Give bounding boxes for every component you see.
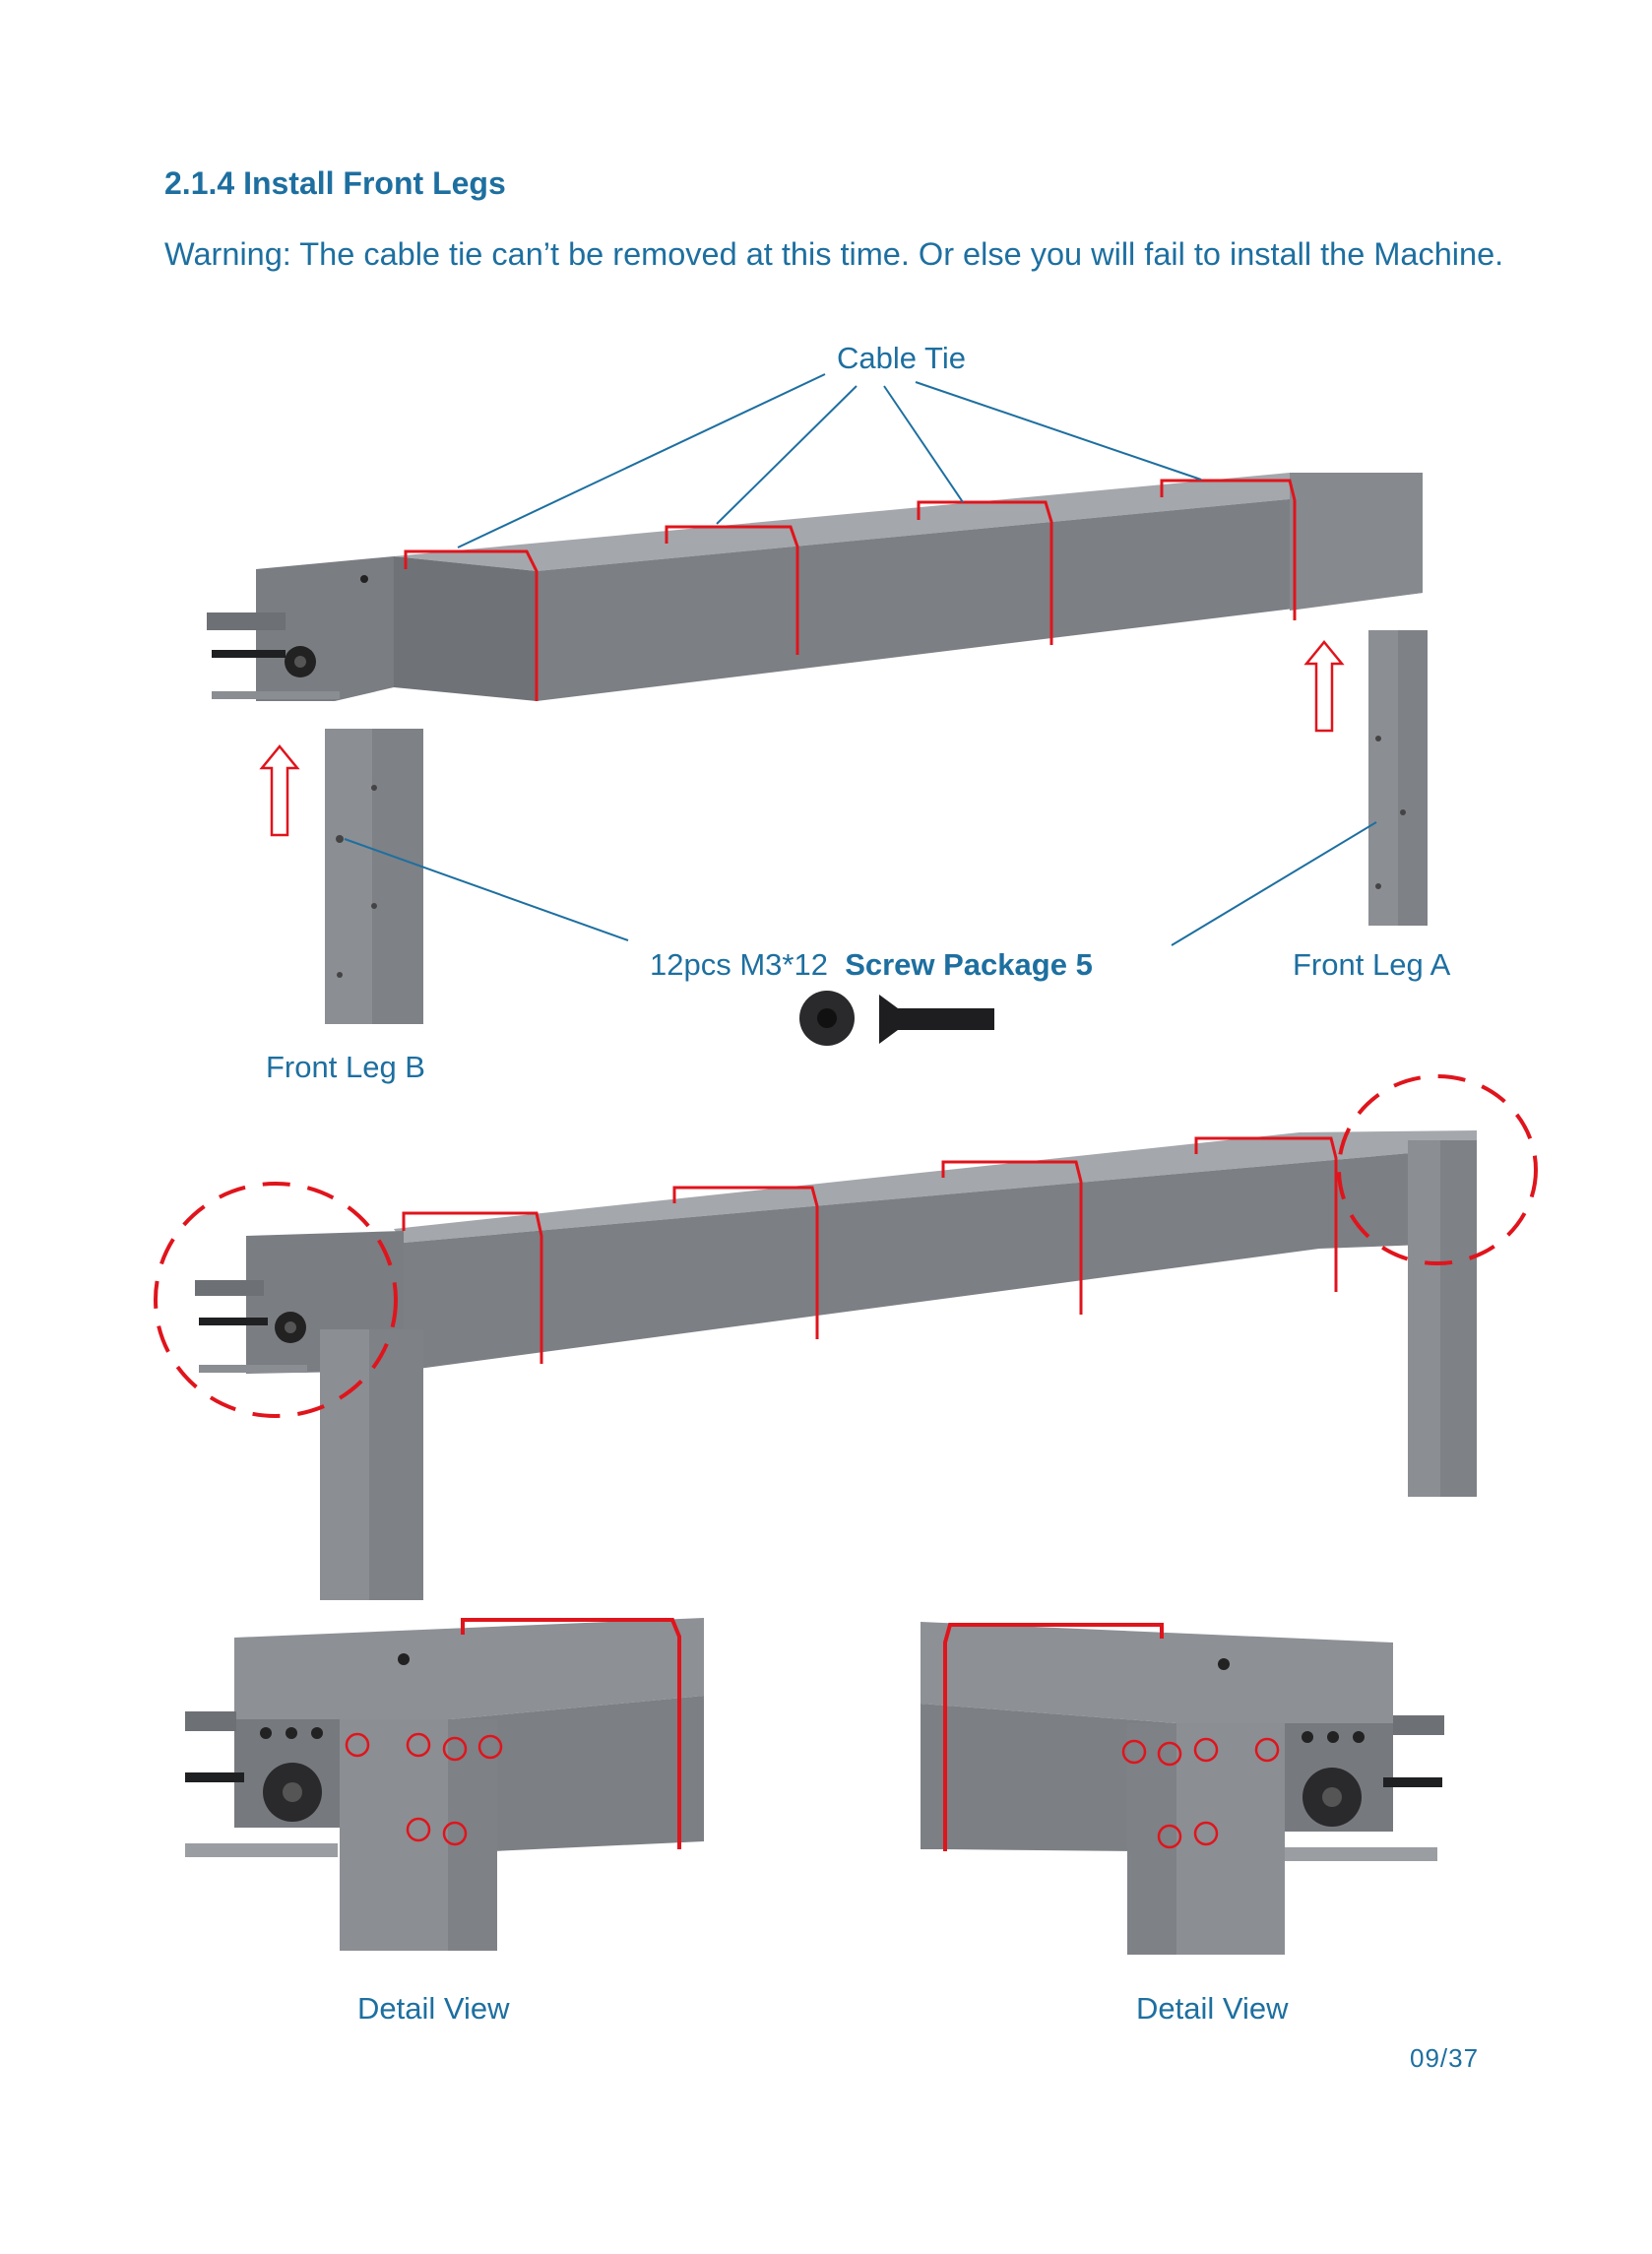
top-cable-ties bbox=[404, 479, 1297, 701]
screw-hole-markers bbox=[1121, 1737, 1280, 1849]
screw-package-name: Screw Package 5 bbox=[845, 947, 1093, 982]
screw-icon bbox=[799, 991, 994, 1046]
leg-leader-lines bbox=[344, 821, 1377, 946]
screw-hole-markers bbox=[345, 1732, 503, 1846]
front-leg-a-label: Front Leg A bbox=[1293, 947, 1451, 982]
middle-cable-ties bbox=[402, 1136, 1338, 1364]
detail-view-left bbox=[185, 1618, 704, 1951]
cable-tie-leader-lines bbox=[457, 373, 1202, 548]
screw-spec: 12pcs M3*12 Screw Package 5 bbox=[650, 947, 1093, 983]
assembled-frame bbox=[195, 1130, 1477, 1600]
front-leg-b-label: Front Leg B bbox=[266, 1050, 425, 1084]
section-heading: 2.1.4 Install Front Legs bbox=[164, 165, 506, 201]
front-leg-a bbox=[1368, 630, 1428, 926]
warning-text: Warning: The cable tie can’t be removed … bbox=[164, 236, 1504, 272]
highlight-circle bbox=[154, 1074, 1538, 1418]
front-leg-b bbox=[325, 729, 423, 1024]
detail-view-right bbox=[921, 1622, 1444, 1955]
cable-tie-label: Cable Tie bbox=[837, 341, 966, 375]
arrow-up-icon bbox=[259, 640, 1345, 837]
top-beam bbox=[207, 473, 1423, 701]
detail-view-left-label: Detail View bbox=[357, 1991, 510, 2026]
screw-quantity: 12pcs M3*12 bbox=[650, 947, 828, 982]
detail-view-right-label: Detail View bbox=[1136, 1991, 1289, 2026]
page-number: 09/37 bbox=[1410, 2043, 1480, 2073]
